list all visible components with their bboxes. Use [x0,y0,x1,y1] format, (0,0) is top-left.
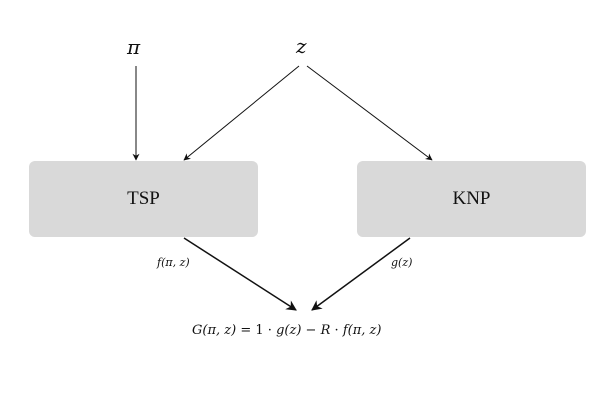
pi-input-label: π [127,35,141,59]
arrow-z-to-tsp [183,65,300,161]
objective-r: R [320,323,331,338]
objective-equals: = [240,323,252,338]
objective-f-term: f(π, z) [342,323,382,338]
arrow-z-to-knp [306,65,433,161]
objective-minus: − [305,323,317,338]
arrow-tsp-to-objective [183,237,297,311]
objective-dot-2: · [334,323,339,338]
tsp-output-label: f(π, z) [157,256,190,269]
tsp-node: TSP [29,161,258,237]
objective-dot-1: · [267,323,272,338]
knp-node-label: KNP [452,188,491,209]
objective-lhs: G(π, z) [192,323,237,338]
tsp-node-label: TSP [127,188,160,209]
objective-one: 1 [255,323,264,338]
knp-node: KNP [357,161,586,237]
objective-formula: G(π, z) = 1 · g(z) − R · f(π, z) [192,323,381,338]
objective-g-term: g(z) [276,323,302,338]
knp-output-label: g(z) [391,256,413,269]
z-input-label: z [296,34,307,58]
arrow-knp-to-objective [311,237,411,311]
